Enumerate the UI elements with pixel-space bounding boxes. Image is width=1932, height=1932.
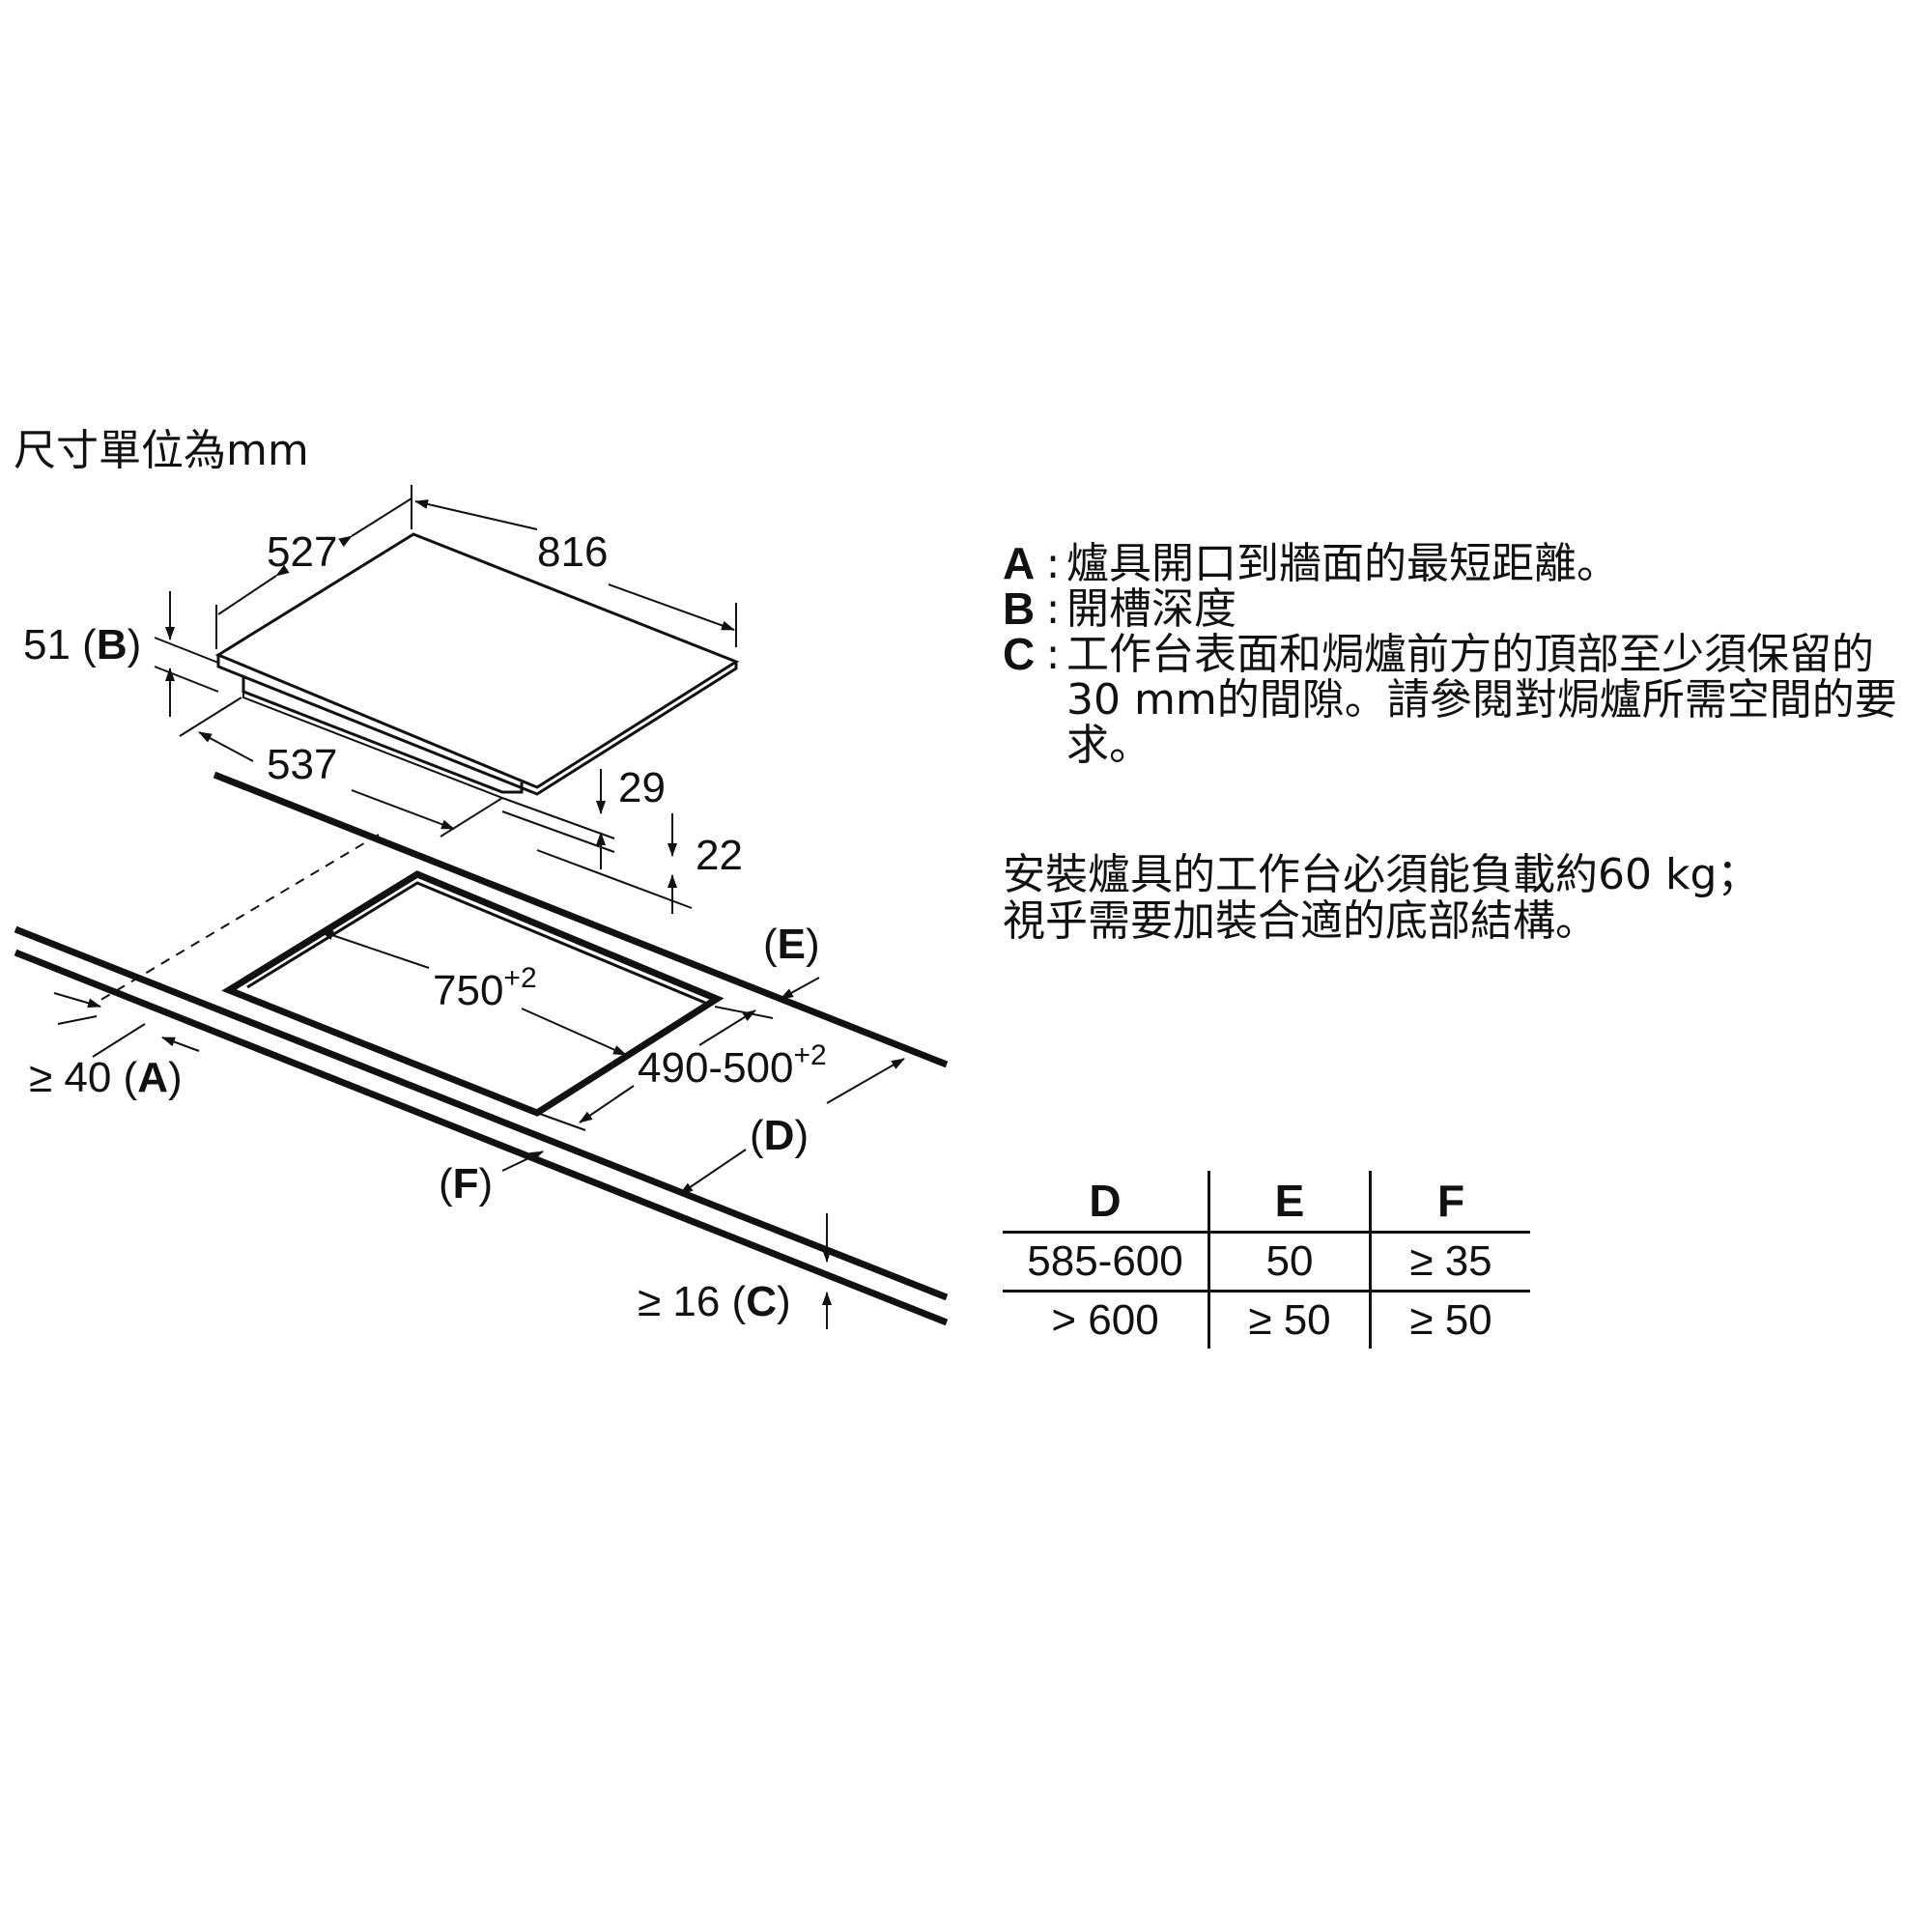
dim-min-wall-distance: ≥ 40 (A): [29, 1054, 183, 1101]
legend-key: B: [1003, 583, 1036, 634]
dim-cutout-depth: 490-500+2: [638, 1039, 827, 1092]
table-cell: ≥ 35: [1370, 1232, 1530, 1293]
table-cell: ≥ 50: [1208, 1291, 1372, 1349]
dimension-labels: 527 816 51 (B) 537 29 22 750+2 490-500+2…: [23, 528, 827, 1325]
legend-text: 工作台表面和焗爐前方的頂部至少須保留的30 mm的間隙。請參閱對焗爐所需空間的要…: [1066, 630, 1897, 770]
legend-item-b: B : 開槽深度: [1003, 583, 1920, 634]
legend-item-a: A : 爐具開口到牆面的最短距離。: [1003, 538, 1920, 588]
worktop-drawing: [14, 771, 949, 1326]
table-row: 585-600 50 ≥ 35: [1003, 1232, 1530, 1293]
worktop-back-edge: [213, 771, 949, 1068]
load-note-line1: 安裝爐具的工作台必須能負載約60 kg；: [1003, 850, 1760, 899]
legend-text: 爐具開口到牆面的最短距離。: [1066, 539, 1619, 588]
table-header-e: E: [1208, 1171, 1372, 1234]
table-row: > 600 ≥ 50 ≥ 50: [1003, 1291, 1530, 1349]
table-cell: ≥ 50: [1409, 1296, 1492, 1344]
ref-d-label: (D): [750, 1112, 809, 1159]
unit-label: 尺寸單位為mm: [14, 426, 309, 475]
table-header-f: F: [1370, 1171, 1530, 1234]
spec-table: D E F 585-600 50 ≥ 35 > 600 ≥ 50 ≥ 50: [1003, 1171, 1530, 1349]
table-cell: 50: [1208, 1232, 1372, 1293]
legend-text: 開槽深度: [1066, 584, 1236, 634]
ref-e-label: (E): [763, 921, 820, 968]
dimension-lines: [53, 485, 905, 1329]
dim-height-b: 51 (B): [23, 621, 141, 668]
worktop-cutout: [221, 870, 724, 1117]
table-cell: 585-600: [1003, 1232, 1210, 1293]
worktop-front-edge-top: [14, 925, 949, 1301]
projection-line: [92, 834, 380, 1006]
table-header-d: D: [1003, 1171, 1210, 1234]
hob-body: [242, 676, 524, 794]
legend-key: C: [1003, 629, 1036, 679]
ref-f-label: (F): [439, 1160, 493, 1208]
dim-inner-depth: 537: [267, 741, 337, 788]
dim-min-worktop: ≥ 16 (C): [638, 1278, 791, 1325]
worktop-front-edge-bottom: [14, 949, 949, 1326]
legend-item-c: C : 工作台表面和焗爐前方的頂部至少須保留的30 mm的間隙。請參閱對焗爐所需…: [1003, 629, 1920, 770]
dim-depth: 527: [267, 528, 337, 576]
dim-width: 816: [537, 528, 608, 576]
load-note-line2: 視乎需要加裝合適的底部結構。: [1003, 896, 1598, 946]
dim-cutout-width: 750+2: [433, 962, 537, 1014]
table-cell: > 600: [1003, 1291, 1210, 1349]
dim-body-height: 22: [696, 832, 743, 879]
legend: A : 爐具開口到牆面的最短距離。 B : 開槽深度 C : 工作台表面和焗爐前…: [1003, 538, 1920, 770]
load-note: 安裝爐具的工作台必須能負載約60 kg； 視乎需要加裝合適的底部結構。: [1003, 852, 1911, 945]
dim-glass-thickness: 29: [618, 764, 666, 811]
table-header-row: D E F: [1003, 1171, 1530, 1234]
legend-key: A: [1003, 538, 1036, 588]
